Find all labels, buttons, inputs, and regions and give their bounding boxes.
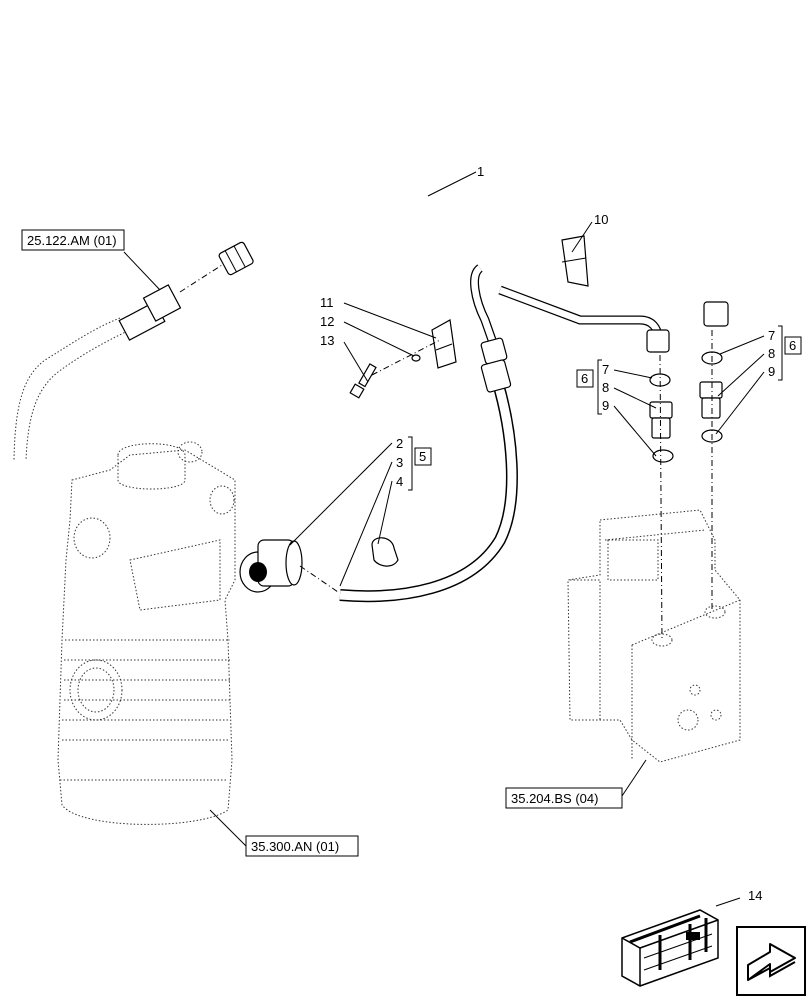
callout-4: 4 [396,474,403,489]
callout-14: 14 [748,888,762,903]
reference-label-r2: 35.204.BS (04) [511,791,598,806]
callout-11: 11 [320,295,334,310]
callout-9-left: 9 [602,398,609,413]
callout-13: 13 [320,333,334,348]
adapter-fitting [649,381,723,439]
callout-9-right: 9 [768,364,775,379]
callout-8-left: 8 [602,380,609,395]
callout-8-right: 8 [768,346,775,361]
tube-assembly [218,176,729,603]
callout-6-right: 6 [789,338,796,353]
leader-lines [123,171,765,907]
callout-2: 2 [396,436,403,451]
callout-3: 3 [396,455,403,470]
callout-10: 10 [594,212,608,227]
callouts: 1 2 3 4 5 6 6 7 8 9 7 8 9 10 11 12 13 14 [320,164,802,903]
callout-7-left: 7 [602,362,609,377]
quick-coupler [239,539,303,593]
clip [431,319,457,369]
washer [411,354,421,362]
reference-box-r1[interactable]: 25.122.AM (01) [21,229,125,251]
reference-box-r3[interactable]: 35.300.AN (01) [245,835,359,857]
group-brackets [408,325,783,491]
callout-1: 1 [477,164,484,179]
flexible-hose [13,264,223,461]
seal-ring [371,537,399,567]
callout-7-right: 7 [768,328,775,343]
bolt [349,363,377,399]
callout-12: 12 [320,314,334,329]
clip [561,235,589,287]
valve-block [567,509,741,763]
reference-label-r3: 35.300.AN (01) [251,839,339,854]
reference-label-r1: 25.122.AM (01) [27,233,117,248]
crate-icon [621,909,719,987]
filter-housing [57,441,236,825]
reference-box-r2[interactable]: 35.204.BS (04) [505,787,623,809]
callout-5: 5 [419,449,426,464]
callout-6-left: 6 [581,371,588,386]
navigation-arrow-icon[interactable] [736,926,806,996]
